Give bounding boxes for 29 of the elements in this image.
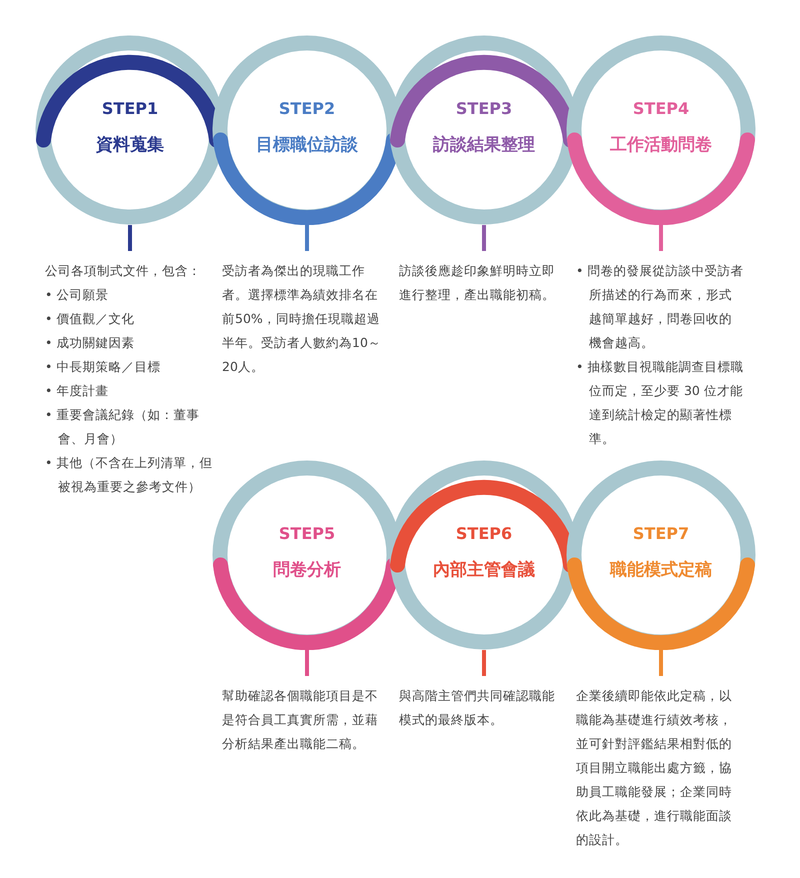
step-number: STEP1 [100, 99, 160, 118]
bullet-item: • 中長期策略／目標 [45, 358, 162, 376]
bullet-item: • 問卷的發展從訪談中受訪者所描述的行為而來，形式越簡單越好，問卷回收的機會越高。 [576, 262, 744, 352]
description-text: 受訪者為傑出的現職工作者。選擇標準為績效排名在前50%，同時擔任現職超過半年。受訪者人數約為10～20人。 [222, 262, 382, 376]
bullet-item: • 其他（不含在上列清單，但被視為重要之參考文件） [45, 454, 213, 496]
description-text: 幫助確認各個職能項目是不是符合員工真實所需，並藉分析結果產出職能二稿。 [222, 687, 379, 753]
step-title: 資料蒐集 [95, 134, 165, 156]
bullet-item: • 成功關鍵因素 [45, 334, 136, 352]
step-number: STEP7 [632, 524, 690, 543]
step-title: 職能模式定稿 [608, 559, 713, 581]
description-text: 訪談後應趁印象鮮明時立即進行整理，產出職能初稿。 [399, 262, 556, 304]
step-title: 目標職位訪談 [255, 134, 359, 156]
step-title: 訪談結果整理 [432, 134, 536, 156]
step-number: STEP4 [632, 99, 690, 118]
description-text: 與高階主管們共同確認職能模式的最終版本。 [399, 687, 556, 729]
description-text: 公司各項制式文件，包含： [45, 262, 202, 280]
step-number: STEP5 [278, 524, 336, 543]
step-number: STEP3 [454, 99, 514, 118]
step-number: STEP2 [278, 99, 336, 118]
step-title: 工作活動問卷 [609, 134, 713, 156]
bullet-item: • 抽樣數目視職能調查目標職位而定，至少要 30 位才能達到統計檢定的顯著性標準。 [576, 358, 744, 448]
step-title: 問卷分析 [272, 559, 342, 581]
bullet-item: • 公司願景 [45, 286, 110, 304]
description-text: 企業後續即能依此定稿，以職能為基礎進行績效考核，並可針對評鑑結果相對低的項目開立職能出處方籤，協助員工職能發展；企業同時依此為基礎，進行職能面談的設計。 [576, 687, 733, 849]
bullet-item: • 價值觀／文化 [45, 310, 136, 328]
bullet-item: • 年度計畫 [45, 382, 110, 400]
bullet-item: • 重要會議紀錄（如：董事會、月會） [45, 406, 200, 448]
step-title: 內部主管會議 [432, 559, 536, 581]
step-number: STEP6 [454, 524, 514, 543]
